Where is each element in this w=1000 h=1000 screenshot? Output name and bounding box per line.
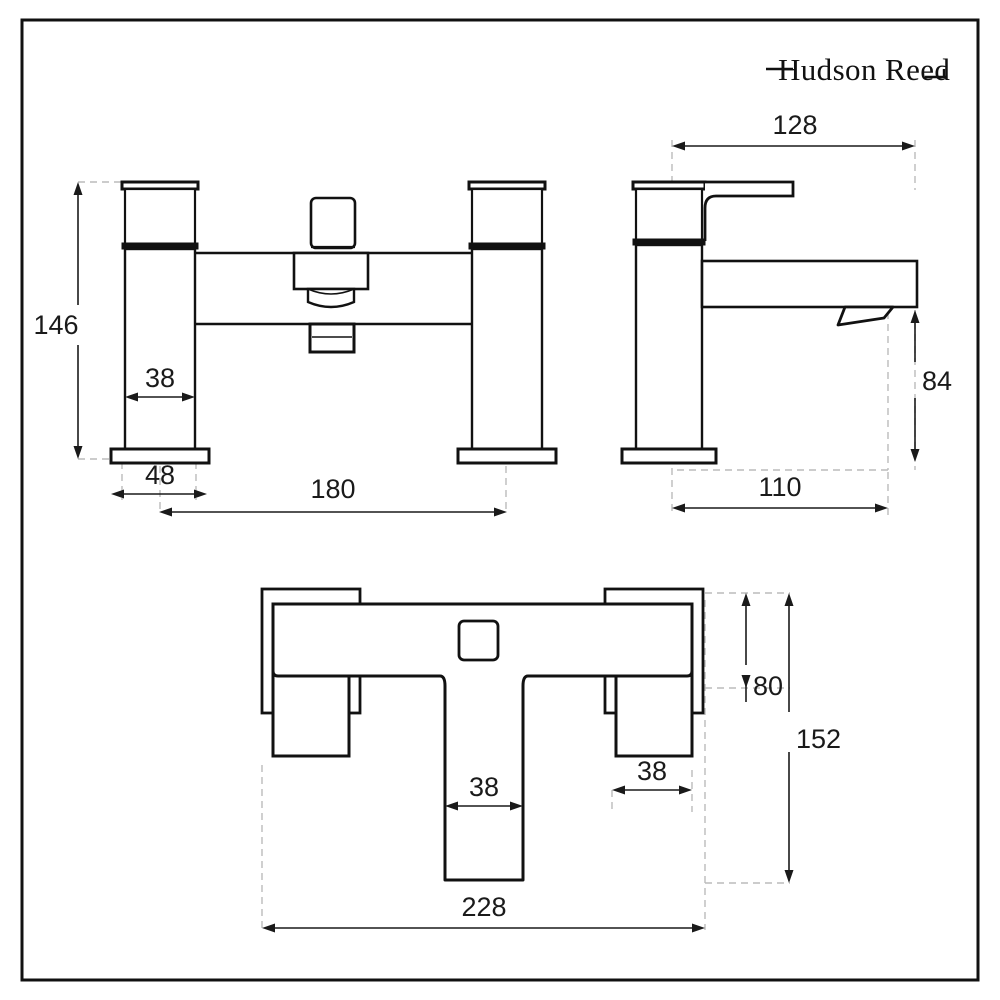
- plan-spout-body: [271, 602, 694, 882]
- side-spout-outlet: [836, 305, 895, 327]
- side-pillar-handle-section: [634, 187, 704, 243]
- dim-128-arrow-right: [902, 141, 915, 151]
- side-spout-body: [700, 259, 919, 309]
- dimension-handle-width-38: 38: [612, 756, 692, 795]
- front-right-pillar: [456, 180, 558, 465]
- plan-view: 38 38 80 15: [260, 587, 841, 933]
- dimension-pillar-38: 38: [125, 363, 195, 402]
- dim-84-label: 84: [922, 366, 952, 396]
- dim-152-arrow-top: [784, 593, 794, 606]
- right-pillar-body: [470, 247, 544, 451]
- right-pillar-handle-section: [470, 187, 544, 247]
- dimension-overall-228: 228: [262, 892, 705, 933]
- centre-square-cap: [309, 196, 357, 250]
- side-lever-handle: [703, 180, 795, 241]
- dim-228-arrow-right: [692, 923, 705, 933]
- dim-228-arrow-left: [262, 923, 275, 933]
- dim-110-label: 110: [758, 472, 801, 502]
- dim-228-label: 228: [461, 892, 506, 922]
- dim-38f-label: 38: [145, 363, 175, 393]
- centre-cylinder-top-ellipse: [307, 288, 355, 295]
- dimension-depth-80: 80: [741, 593, 783, 702]
- side-pillar-body: [634, 243, 704, 451]
- dim-146-label: 146: [33, 310, 78, 340]
- dimension-centres-180: 180: [159, 474, 507, 517]
- dim-128-label: 128: [772, 110, 817, 140]
- plan-centre-square: [457, 619, 500, 662]
- sheet-border: [20, 18, 980, 982]
- dim-38p2-arrow-left: [612, 785, 625, 795]
- logo-label: Hudson Reed: [778, 52, 950, 87]
- right-pillar-base: [456, 447, 558, 465]
- side-pillar-base: [620, 447, 718, 465]
- dim-38p2-label: 38: [637, 756, 667, 786]
- dim-180-label: 180: [310, 474, 355, 504]
- dim-80-label: 80: [753, 671, 783, 701]
- left-pillar-base: [109, 447, 211, 465]
- left-pillar-body: [123, 247, 197, 451]
- dim-80-arrow-top: [741, 593, 751, 606]
- dimension-height-146: 146: [33, 182, 83, 459]
- brand-logo: Hudson Reed: [766, 52, 950, 87]
- dim-110-arrow-right: [875, 503, 888, 513]
- dimension-reach-128: 128: [672, 110, 915, 151]
- dim-48-arrow-left: [111, 489, 124, 499]
- dim-146-arrow-bottom: [73, 446, 83, 459]
- dim-48-arrow-right: [194, 489, 207, 499]
- dim-180-arrow-right: [494, 507, 507, 517]
- dim-38p1-arrow-left: [445, 801, 458, 811]
- dim-38p1-label: 38: [469, 772, 499, 802]
- dim-84-arrow-bottom: [910, 449, 920, 462]
- dimension-spout-width-38: 38: [445, 772, 523, 811]
- dim-48-label: 48: [145, 460, 175, 490]
- dimension-spout-height-84: 84: [910, 310, 952, 462]
- dim-84-arrow-top: [910, 310, 920, 323]
- centre-cylinder: [306, 287, 356, 309]
- dimension-projection-110: 110: [672, 472, 888, 513]
- centre-collar-block: [292, 251, 370, 291]
- dim-110-arrow-left: [672, 503, 685, 513]
- left-pillar-handle-section: [123, 187, 197, 247]
- dimension-depth-152: 152: [784, 593, 841, 883]
- side-pillar: [620, 180, 718, 465]
- dim-152-label: 152: [796, 724, 841, 754]
- dim-180-arrow-left: [159, 507, 172, 517]
- dim-38p2-arrow-right: [679, 785, 692, 795]
- front-left-pillar: [109, 180, 211, 465]
- dim-146-arrow-top: [73, 182, 83, 195]
- front-elevation-view: 146 38 48 180: [33, 180, 558, 517]
- dimension-base-48: 48: [111, 460, 207, 499]
- dim-80-arrow-bottom: [741, 675, 751, 688]
- dim-38f-arrow-right: [182, 392, 195, 402]
- dim-152-arrow-bottom: [784, 870, 794, 883]
- dim-38p1-arrow-right: [510, 801, 523, 811]
- side-elevation-view: 128 84 110: [620, 110, 952, 515]
- lower-spigot-body: [308, 322, 356, 354]
- dim-128-arrow-left: [672, 141, 685, 151]
- centre-lower-spigot: [308, 322, 356, 354]
- dim-38f-arrow-left: [125, 392, 138, 402]
